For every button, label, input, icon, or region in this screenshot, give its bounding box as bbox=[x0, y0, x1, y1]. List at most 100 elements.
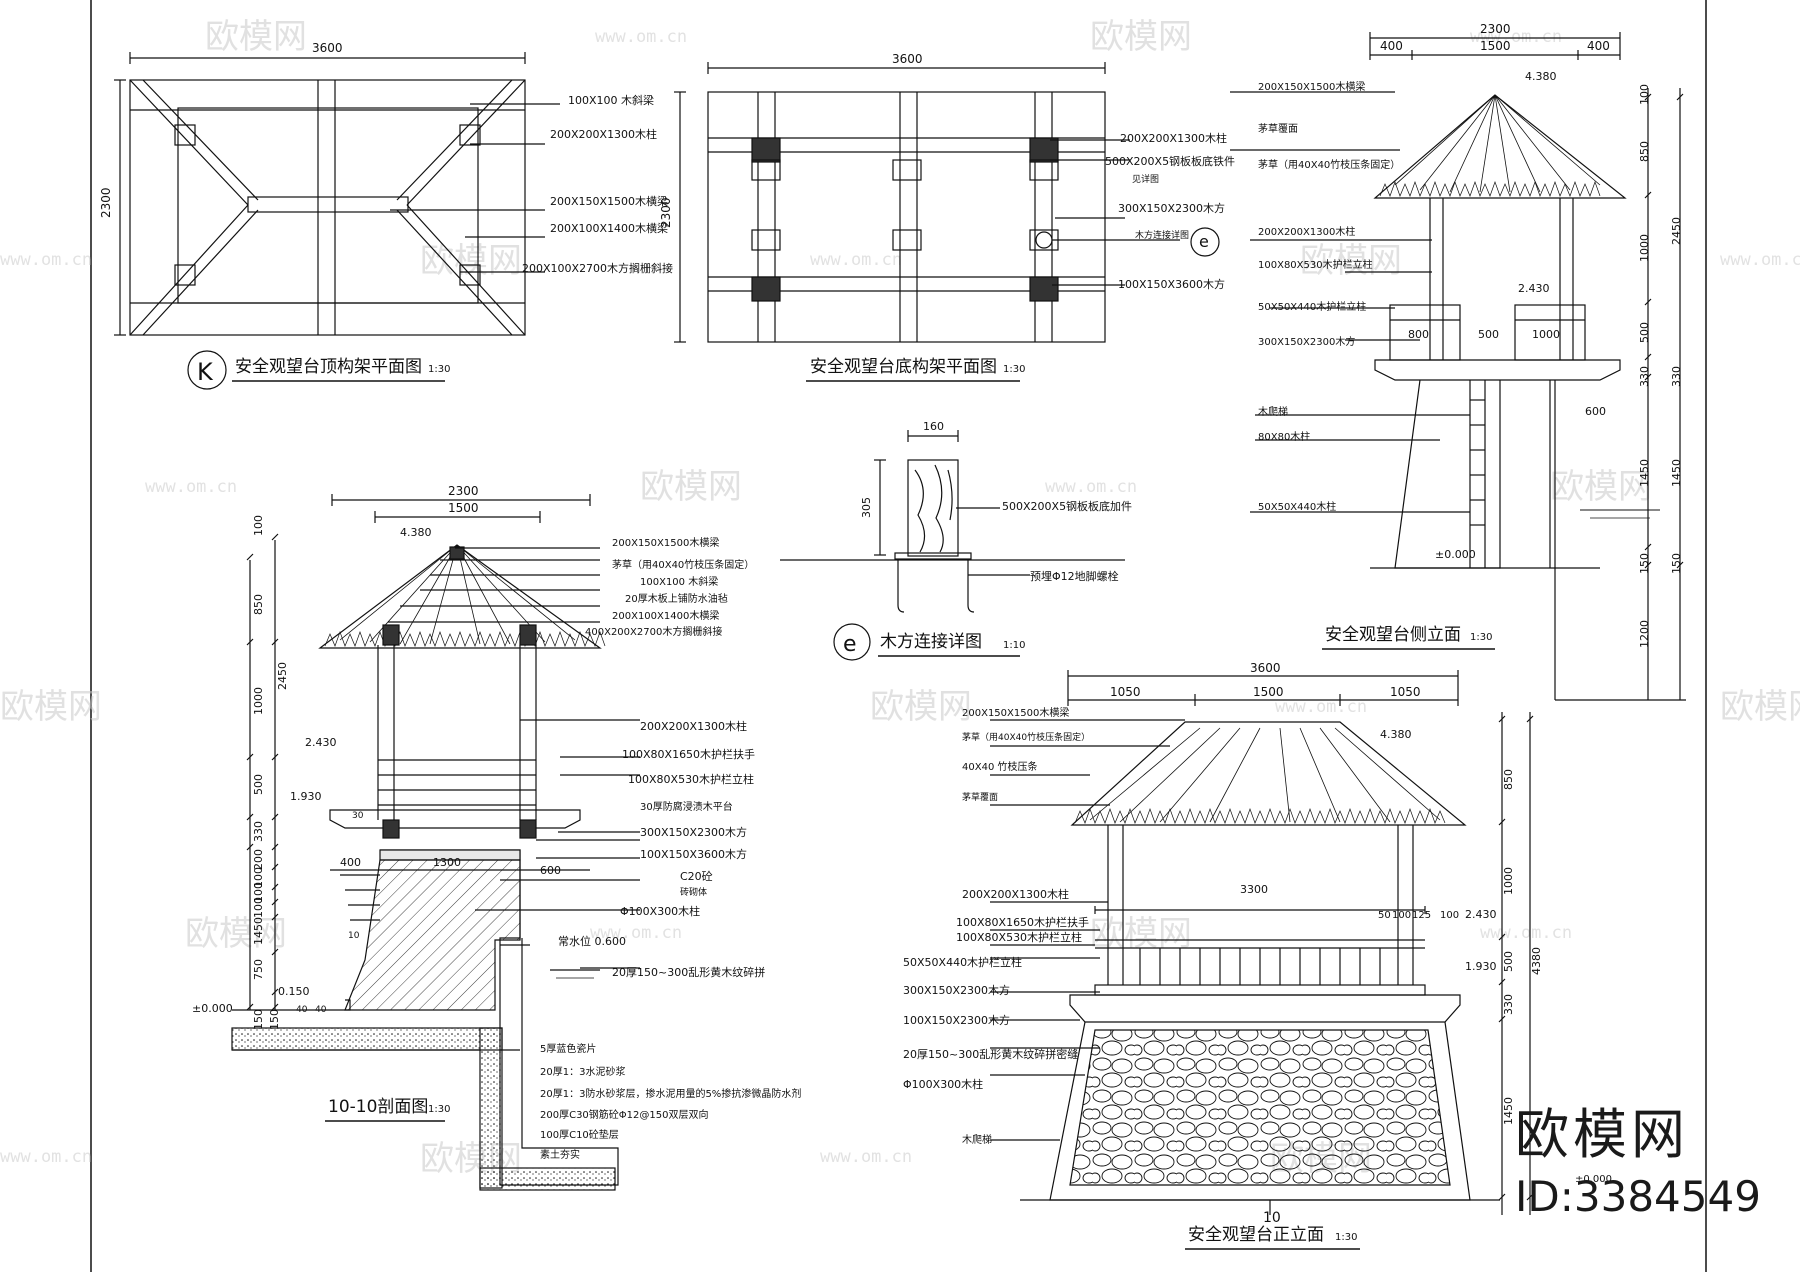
leader-label: 300X150X2300木方 bbox=[640, 825, 747, 839]
dim-label: 1500 bbox=[1253, 685, 1284, 699]
leader-label: 20厚木板上铺防水油毡 bbox=[625, 592, 728, 605]
drawing-scale: 1:30 bbox=[1335, 1232, 1357, 1243]
watermark-layer: 欧模网 www.om.cn 欧模网 www.om.cn www.om.cn 欧模… bbox=[0, 17, 1800, 1179]
dim-label: 200 bbox=[252, 849, 265, 870]
level-mark: 2.430 bbox=[305, 736, 337, 749]
layer-label: 20厚1：3水泥砂浆 bbox=[540, 1065, 625, 1078]
watermark-logo: 欧模网 bbox=[0, 687, 102, 727]
sheet-border bbox=[90, 0, 1707, 1272]
section-labels: 4.380 2.430 1.930 0.150 ±0.000 常水位 0.600… bbox=[192, 515, 801, 1161]
leader-label: 木方连接详图 bbox=[1135, 229, 1189, 241]
level-mark: 4.380 bbox=[1525, 70, 1557, 83]
drawing-title: 安全观望台顶构架平面图 bbox=[235, 357, 422, 377]
watermark-logo: 欧模网 bbox=[640, 467, 742, 507]
level-mark: 4.380 bbox=[400, 526, 432, 539]
dim-label: 40 bbox=[296, 1005, 308, 1015]
leader-label: 100X100 木斜梁 bbox=[568, 93, 654, 107]
dim-label: 500 bbox=[1478, 328, 1499, 341]
leader-label: 200X200X1300木柱 bbox=[962, 887, 1069, 901]
layer-label: 素土夯实 bbox=[540, 1148, 580, 1161]
dim-label: 330 bbox=[252, 821, 265, 842]
dim-label: 400 bbox=[1380, 39, 1403, 53]
section-10-10: 2300 1500 bbox=[231, 484, 640, 1191]
callout-letter: e bbox=[843, 632, 857, 657]
watermark-url: www.om.cn bbox=[0, 250, 92, 270]
roof-plan-labels: 100X100 木斜梁 200X200X1300木柱 200X150X1500木… bbox=[187, 93, 673, 390]
dim-label: 1500 bbox=[448, 501, 479, 515]
leader-label: 50X50X440木柱 bbox=[1258, 500, 1336, 513]
detail-labels: 500X200X5钢板板底加件 预埋Φ12地脚螺栓 e 木方连接详图 1:10 bbox=[843, 499, 1132, 657]
leader-label: 200X150X1500木横梁 bbox=[612, 536, 719, 549]
dim-label: 1000 bbox=[1532, 328, 1560, 341]
dim-height: 2300 bbox=[659, 197, 673, 228]
leader-label: 200X150X1500木横梁 bbox=[1258, 80, 1365, 93]
dim-label: 850 bbox=[1502, 769, 1515, 790]
watermark-url: www.om.cn bbox=[0, 1147, 92, 1167]
leader-label: 100X80X1650木护栏扶手 bbox=[956, 915, 1089, 929]
dim-label: 1000 bbox=[1502, 867, 1515, 895]
dim-label: 100 bbox=[252, 867, 265, 888]
leader-label: 500X200X5钢板板底加件 bbox=[1002, 499, 1132, 513]
leader-label: 400X200X2700木方搁栅斜接 bbox=[585, 625, 722, 638]
dim-label: 150 bbox=[1638, 553, 1651, 574]
layer-label: 20厚1：3防水砂浆层，掺水泥用量的5%掺抗渗微晶防水剂 bbox=[540, 1087, 801, 1100]
level-mark: ±0.000 bbox=[1435, 548, 1476, 561]
base-frame-plan: 3600 2300 bbox=[659, 52, 1220, 343]
dim-label: 1450 bbox=[1638, 459, 1651, 487]
layer-label: 100厚C10砼垫层 bbox=[540, 1128, 619, 1141]
dim-label: 2300 bbox=[448, 484, 479, 498]
leader-label: 200X200X1300木柱 bbox=[1258, 225, 1355, 238]
leader-label: 茅草覆面 bbox=[962, 791, 998, 803]
leader-label: 50X50X440木护栏立柱 bbox=[903, 955, 1022, 969]
leader-label: 100X80X530木护栏立柱 bbox=[956, 930, 1082, 944]
leader-label: 木爬梯 bbox=[962, 1133, 992, 1146]
leader-label: 200X100X1400木横梁 bbox=[550, 221, 668, 235]
dim-label: 3600 bbox=[1250, 661, 1281, 675]
dim-label: 1000 bbox=[252, 687, 265, 715]
dim-top: 160 bbox=[923, 420, 944, 433]
leader-label: 木爬梯 bbox=[1258, 405, 1288, 418]
leader-label: 200X150X1500木横梁 bbox=[962, 706, 1069, 719]
dim-label: 100 bbox=[1392, 910, 1411, 921]
dim-label: 40 bbox=[315, 1005, 327, 1015]
dim-label: 330 bbox=[1670, 366, 1683, 387]
leader-label: 300X150X2300木方 bbox=[903, 983, 1010, 997]
dim-label: 2450 bbox=[276, 662, 289, 690]
brand-logo: 欧模网 bbox=[1515, 1103, 1689, 1166]
level-mark: ±0.000 bbox=[1575, 1174, 1612, 1185]
dim-label: 3300 bbox=[1240, 883, 1268, 896]
front-elev-labels: 4.380 2.430 1.930 ±0.000 3300 50 100 125… bbox=[903, 706, 1612, 1250]
dim-height: 2300 bbox=[99, 187, 113, 218]
drawing-scale: 1:10 bbox=[1003, 640, 1025, 651]
dim-label: 1450 bbox=[1502, 1097, 1515, 1125]
dim-label: 850 bbox=[252, 594, 265, 615]
leader-label: 20厚150~300乱形黄木纹碎拼 bbox=[612, 965, 765, 979]
leader-label: 100X100 木斜梁 bbox=[640, 575, 718, 588]
dim-width: 3600 bbox=[892, 52, 923, 66]
dim-label: 330 bbox=[1502, 994, 1515, 1015]
dim-label: 30 bbox=[352, 811, 364, 821]
drawing-title: 安全观望台侧立面 bbox=[1325, 625, 1461, 645]
side-elevation: 2300 400 1500 400 bbox=[1230, 22, 1686, 701]
leader-label: 预埋Φ12地脚螺栓 bbox=[1030, 569, 1119, 583]
leader-label: 40X40 竹枝压条 bbox=[962, 760, 1037, 773]
drawing-scale: 1:30 bbox=[1470, 632, 1492, 643]
leader-label: 200X200X1300木柱 bbox=[1120, 131, 1227, 145]
dim-label: 10 bbox=[348, 931, 360, 941]
leader-label: 100X80X530木护栏立柱 bbox=[1258, 258, 1373, 271]
brand-id: ID:3384549 bbox=[1515, 1172, 1761, 1221]
drawing-title: 安全观望台正立面 bbox=[1188, 1225, 1324, 1245]
leader-label: 50X50X440木护栏立柱 bbox=[1258, 300, 1366, 313]
leader-label: 100X80X1650木护栏扶手 bbox=[622, 747, 755, 761]
leader-label: 200X100X1400木横梁 bbox=[612, 609, 719, 622]
dim-label: 100 bbox=[252, 897, 265, 918]
dim-label: 150 bbox=[1670, 553, 1683, 574]
leader-label: 200X200X1300木柱 bbox=[550, 127, 657, 141]
drawing-title: 安全观望台底构架平面图 bbox=[810, 357, 997, 377]
watermark-logo: 欧模网 bbox=[1720, 687, 1800, 727]
dim-label: 600 bbox=[1585, 405, 1606, 418]
dim-label: 500 bbox=[252, 774, 265, 795]
leader-label: 茅草（用40X40竹枝压条固定） bbox=[612, 558, 754, 571]
dim-label: 100 bbox=[1440, 910, 1459, 921]
